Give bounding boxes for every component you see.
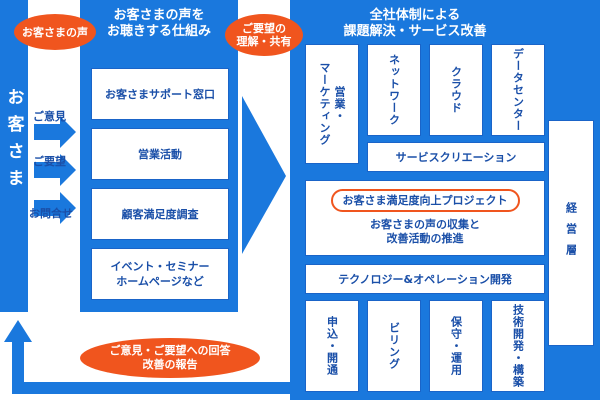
dept-tech-development: 技術開発・構築 (491, 300, 545, 392)
customer-label: お客さま (3, 88, 24, 196)
big-arrow (242, 96, 286, 254)
project-description: お客さまの声の収集と 改善活動の推進 (370, 218, 480, 245)
listen-item-support: お客さまサポート窓口 (91, 68, 229, 120)
dept-maintenance-operations: 保守・運用 (429, 300, 483, 392)
input-arrow-label-opinion: ご意見 (33, 110, 66, 123)
input-arrows (34, 116, 76, 224)
management-box: 経営層 (548, 120, 594, 346)
tech-ops-box: テクノロジー&オペレーション開発 (305, 264, 545, 294)
dept-network: ネットワーク (367, 44, 421, 136)
customer-panel (0, 0, 28, 312)
input-arrow-inquiry (34, 192, 76, 224)
dept-application-activation: 申込・開通 (305, 300, 359, 392)
customer-voice-pill: お客さまの声 (14, 14, 96, 50)
listen-item-events: イベント・セミナー ホームページなど (91, 248, 229, 300)
understanding-pill: ご要望の 理解・共有 (225, 14, 303, 56)
project-box: お客さま満足度向上プロジェクト お客さまの声の収集と 改善活動の推進 (305, 180, 545, 256)
dept-cloud: クラウド (429, 44, 483, 136)
input-arrow-opinion (34, 116, 76, 148)
dept-sales-marketing: 営業・ マーケティング (305, 44, 359, 164)
listening-title: お客さまの声を お聴きする仕組み (106, 8, 211, 39)
response-pill: ご意見・ご要望への回答 改善の報告 (80, 338, 260, 378)
input-arrow-request (34, 154, 76, 186)
dept-datacenter: データセンター (491, 44, 545, 136)
input-arrow-label-inquiry: お問合せ (29, 207, 73, 220)
listen-item-sales: 営業活動 (91, 128, 229, 180)
input-arrow-label-request: ご要望 (33, 155, 66, 168)
service-creation-box: サービスクリエーション (367, 142, 545, 172)
project-label: お客さま満足度向上プロジェクト (330, 189, 520, 212)
return-arrow (4, 320, 290, 394)
company-title: 全社体制による 課題解決・サービス改善 (343, 8, 487, 39)
dept-billing: ビリング (367, 300, 421, 392)
listen-item-survey: 顧客満足度調査 (91, 188, 229, 240)
